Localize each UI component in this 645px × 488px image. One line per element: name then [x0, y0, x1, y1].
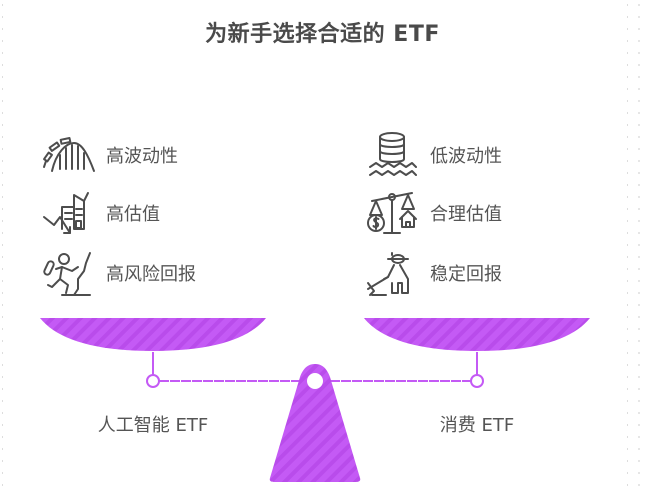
left-scale-pan — [40, 318, 266, 351]
trait-label: 高风险回报 — [106, 264, 196, 285]
building-downtrend-icon — [40, 189, 96, 237]
left-dotted-border — [2, 4, 3, 488]
right-trait-2: 合理估值 — [364, 189, 502, 237]
left-trait-3: 高风险回报 — [40, 249, 196, 297]
trait-label: 稳定回报 — [430, 264, 502, 285]
left-pivot — [146, 374, 160, 388]
page-title: 为新手选择合适的 ETF — [205, 22, 440, 47]
trait-label: 合理估值 — [430, 204, 502, 225]
left-trait-1: 高波动性 — [40, 131, 178, 179]
right-trait-3: 稳定回报 — [364, 249, 502, 297]
farmer-icon — [364, 249, 420, 297]
roller-coaster-icon — [40, 131, 96, 179]
right-scale-pan — [364, 318, 590, 351]
database-waves-icon — [364, 131, 420, 179]
right-trait-1: 低波动性 — [364, 131, 502, 179]
stand-top-hole — [307, 373, 323, 389]
right-etf-label: 消费 ETF — [439, 415, 515, 436]
right-dotted-border — [627, 4, 628, 488]
right-pivot — [470, 374, 484, 388]
trait-label: 高估值 — [106, 204, 160, 225]
scale-stand — [269, 364, 361, 482]
left-etf-label: 人工智能 ETF — [97, 415, 209, 436]
trait-label: 高波动性 — [106, 146, 178, 167]
climber-icon — [40, 249, 96, 297]
right-dotted-border-outer — [638, 4, 640, 488]
trait-label: 低波动性 — [430, 146, 502, 167]
balance-scale-icon — [364, 189, 420, 237]
left-trait-2: 高估值 — [40, 189, 160, 237]
